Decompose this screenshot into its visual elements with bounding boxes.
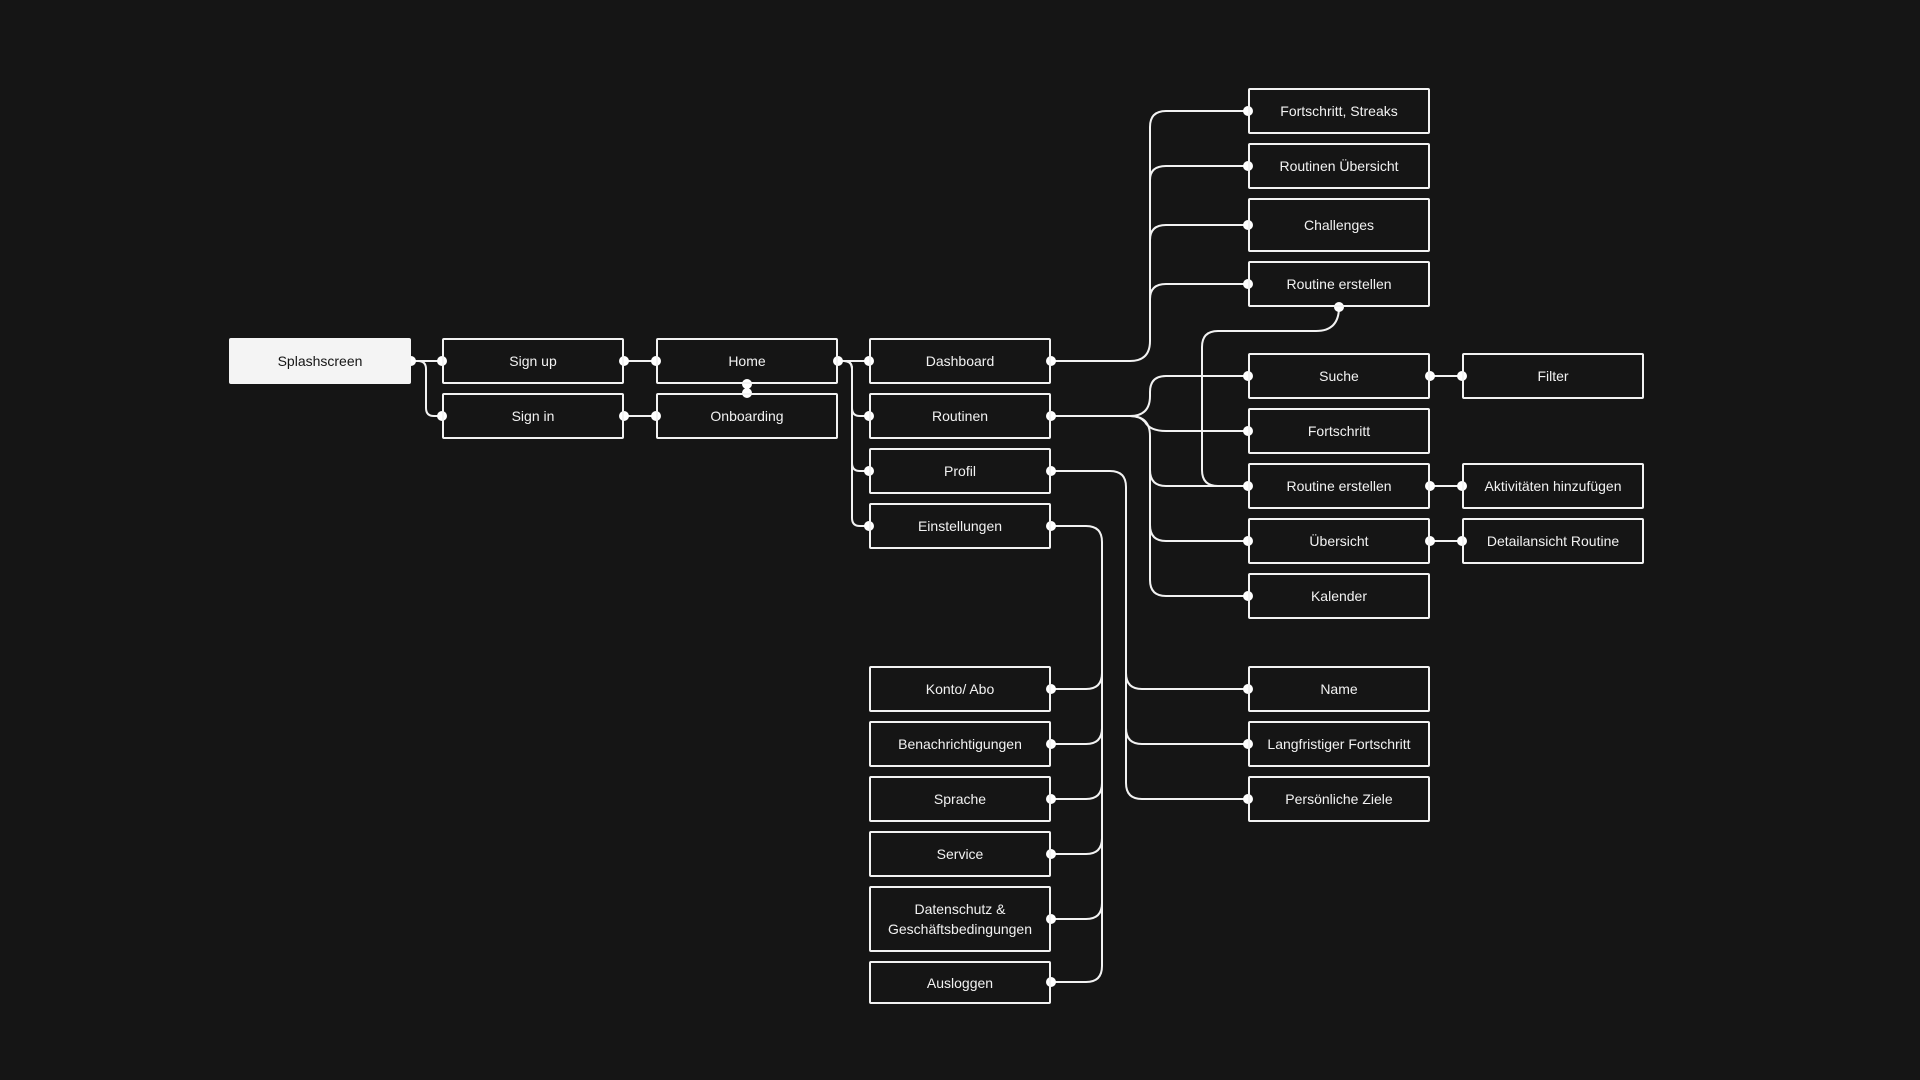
node-routine-erstellen[interactable]: Routine erstellen (1248, 463, 1430, 509)
connector-dot (1046, 849, 1056, 859)
connector-dot (1046, 739, 1056, 749)
connector-line (1149, 165, 1248, 181)
connector-dot (1046, 684, 1056, 694)
node-name[interactable]: Name (1248, 666, 1430, 712)
node-home[interactable]: Home (656, 338, 838, 384)
connector-line (411, 360, 442, 417)
connector-dot (1425, 371, 1435, 381)
connector-line (1051, 525, 1103, 690)
connector-dot (742, 379, 752, 389)
connector-line (1051, 838, 1103, 920)
node-detailansicht-routine[interactable]: Detailansicht Routine (1462, 518, 1644, 564)
connector-dot (1046, 521, 1056, 531)
connector-dot (1046, 466, 1056, 476)
node-persoenliche-ziele[interactable]: Persönliche Ziele (1248, 776, 1430, 822)
node-datenschutz[interactable]: Datenschutz & Geschäftsbedingungen (869, 886, 1051, 952)
connector-line (1201, 306, 1340, 487)
node-routine-erstellen-dashboard[interactable]: Routine erstellen (1248, 261, 1430, 307)
node-kalender[interactable]: Kalender (1248, 573, 1430, 619)
node-sign-in[interactable]: Sign in (442, 393, 624, 439)
connector-line (1125, 673, 1248, 745)
node-langfristiger-fortschritt[interactable]: Langfristiger Fortschritt (1248, 721, 1430, 767)
node-fortschritt[interactable]: Fortschritt (1248, 408, 1430, 454)
connector-line (1051, 783, 1103, 855)
node-sign-up[interactable]: Sign up (442, 338, 624, 384)
node-uebersicht[interactable]: Übersicht (1248, 518, 1430, 564)
node-routinen-uebersicht[interactable]: Routinen Übersicht (1248, 143, 1430, 189)
connector-dot (619, 411, 629, 421)
node-sprache[interactable]: Sprache (869, 776, 1051, 822)
node-splashscreen[interactable]: Splashscreen (229, 338, 411, 384)
connector-line (1149, 525, 1248, 597)
node-ausloggen[interactable]: Ausloggen (869, 961, 1051, 1004)
connector-dot (1425, 536, 1435, 546)
connector-line (1149, 470, 1248, 542)
connector-dot (1046, 977, 1056, 987)
connector-dot (619, 356, 629, 366)
connector-line (1051, 903, 1103, 983)
connector-line (1129, 415, 1248, 487)
connector-dot (1046, 914, 1056, 924)
node-benachrichtigungen[interactable]: Benachrichtigungen (869, 721, 1051, 767)
node-filter[interactable]: Filter (1462, 353, 1644, 399)
connector-dot (1046, 411, 1056, 421)
node-einstellungen[interactable]: Einstellungen (869, 503, 1051, 549)
node-routinen[interactable]: Routinen (869, 393, 1051, 439)
node-service[interactable]: Service (869, 831, 1051, 877)
connector-dot (1046, 356, 1056, 366)
connector-dot (833, 356, 843, 366)
node-fortschritt-streaks[interactable]: Fortschritt, Streaks (1248, 88, 1430, 134)
node-suche[interactable]: Suche (1248, 353, 1430, 399)
connector-dot (1425, 481, 1435, 491)
node-profil[interactable]: Profil (869, 448, 1051, 494)
connector-line (1149, 283, 1248, 300)
connector-line (838, 360, 869, 417)
node-konto-abo[interactable]: Konto/ Abo (869, 666, 1051, 712)
connector-dot (1046, 794, 1056, 804)
node-aktivitaeten-hinzufuegen[interactable]: Aktivitäten hinzufügen (1462, 463, 1644, 509)
node-onboarding[interactable]: Onboarding (656, 393, 838, 439)
connector-line (1149, 224, 1248, 241)
connector-line (1051, 673, 1103, 745)
node-challenges[interactable]: Challenges (1248, 198, 1430, 252)
connector-line (1051, 728, 1103, 800)
connector-line (838, 360, 869, 527)
connector-dot (1334, 302, 1344, 312)
node-dashboard[interactable]: Dashboard (869, 338, 1051, 384)
connector-line (1051, 470, 1248, 690)
connector-line (1125, 728, 1248, 800)
connector-line (1051, 375, 1248, 417)
